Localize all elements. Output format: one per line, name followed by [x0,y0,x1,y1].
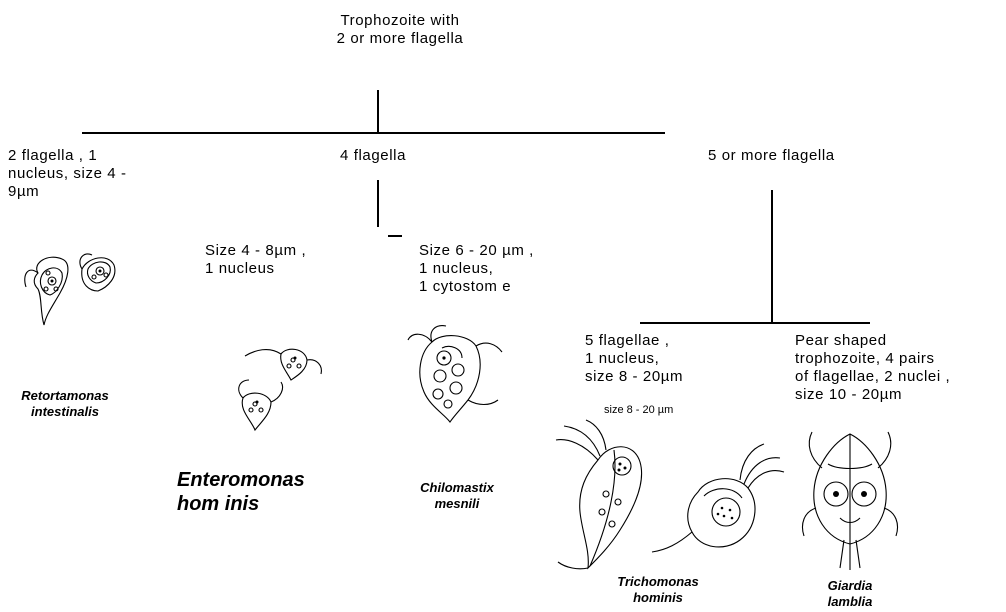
species-chilomastix: Chilomastix mesnili [402,480,512,512]
branch-two-flagella: 2 flagella , 1 nucleus, size 4 - 9µm [8,147,127,201]
trichomonas-desc-line2: 1 nucleus, [585,350,683,368]
retortamonas-name-line1: Retortamonas [0,388,130,404]
retortamonas-illustration-icon [18,245,128,330]
species-retortamonas: Retortamonas intestinalis [0,388,130,420]
root-node: Trophozoite with 2 or more flagella [300,12,500,48]
trichomonas-desc-line1: 5 flagellae , [585,332,683,350]
two-flagella-line1: 2 flagella , 1 [8,147,127,165]
giardia-desc-line1: Pear shaped [795,332,950,350]
five-flagella-branch [640,322,870,324]
species-trichomonas: Trichomonas hominis [598,574,718,606]
enteromonas-name-line2: hom inis [177,492,305,516]
chilomastix-desc-line1: Size 6 - 20 µm , [419,242,534,260]
retortamonas-name-line2: intestinalis [0,404,130,420]
two-flagella-line2: nucleus, size 4 - [8,165,127,183]
giardia-name-line2: lamblia [800,594,900,610]
chilomastix-illustration-icon [402,322,512,442]
trichomonas-illustration-icon [548,420,788,580]
trichomonas-name-line1: Trichomonas [598,574,718,590]
enteromonas-desc-line1: Size 4 - 8µm , [205,242,306,260]
species-enteromonas: Enteromonas hom inis [177,468,305,516]
trichomonas-desc-line3: size 8 - 20µm [585,368,683,386]
species-giardia: Giardia lamblia [800,578,900,610]
chilomastix-name-line2: mesnili [402,496,512,512]
trichomonas-name-line2: hominis [598,590,718,606]
branch-five-flagella: 5 or more flagella [708,147,835,165]
enteromonas-illustration-icon [225,340,335,440]
enteromonas-desc-line2: 1 nucleus [205,260,306,278]
giardia-illustration-icon [800,428,900,574]
root-line1: Trophozoite with [300,12,500,30]
chilomastix-desc-line2: 1 nucleus, [419,260,534,278]
chilomastix-desc-line3: 1 cytostom e [419,278,534,296]
branch-four-flagella: 4 flagella [340,147,406,165]
trichomonas-size-small: size 8 - 20 µm [604,404,673,417]
trichomonas-description: 5 flagellae , 1 nucleus, size 8 - 20µm [585,332,683,386]
main-branch-line [82,132,665,134]
four-flagella-tick [388,235,402,237]
two-flagella-line3: 9µm [8,183,127,201]
giardia-description: Pear shaped trophozoite, 4 pairs of flag… [795,332,950,404]
root-stem [377,90,379,133]
enteromonas-description: Size 4 - 8µm , 1 nucleus [205,242,306,278]
five-flagella-stem [771,190,773,323]
giardia-desc-line4: size 10 - 20µm [795,386,950,404]
giardia-name-line1: Giardia [800,578,900,594]
enteromonas-name-line1: Enteromonas [177,468,305,492]
giardia-desc-line2: trophozoite, 4 pairs [795,350,950,368]
chilomastix-name-line1: Chilomastix [402,480,512,496]
root-line2: 2 or more flagella [300,30,500,48]
four-flagella-stem [377,180,379,227]
chilomastix-description: Size 6 - 20 µm , 1 nucleus, 1 cytostom e [419,242,534,296]
giardia-desc-line3: of flagellae, 2 nuclei , [795,368,950,386]
